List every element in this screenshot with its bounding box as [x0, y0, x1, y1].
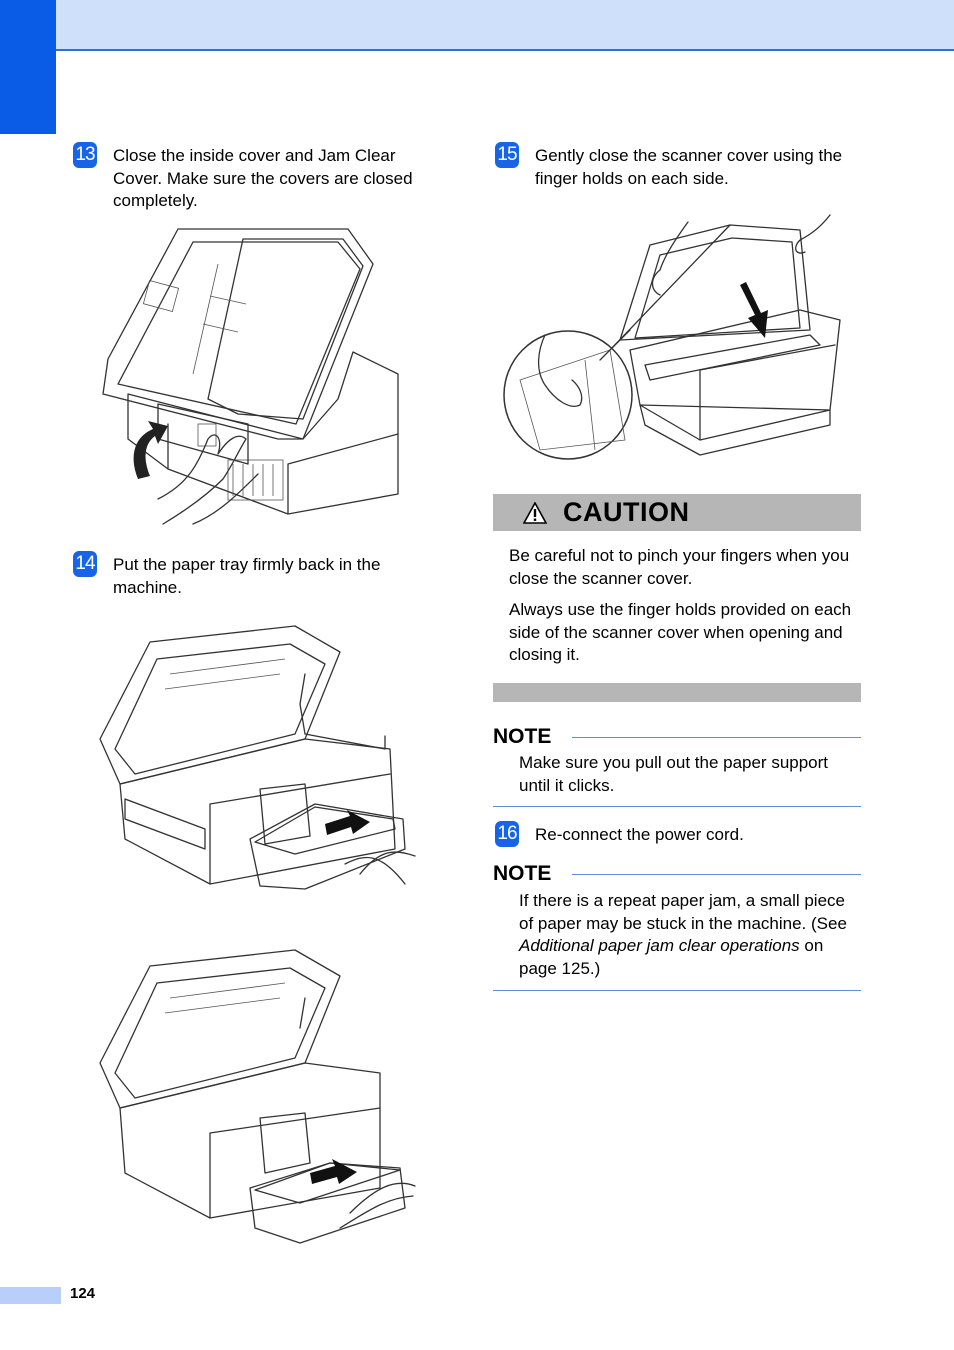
caution-paragraph-2: Always use the finger holds provided on … [509, 600, 852, 664]
header-band [0, 0, 954, 51]
step-number-icon: 13 [73, 142, 97, 168]
step-16-text: Re-connect the power cord. [535, 825, 744, 844]
note-text-part: If there is a repeat paper jam, a small … [519, 891, 847, 933]
illustration-insert-tray-end [99, 949, 416, 1244]
step-15: 15 Gently close the scanner cover using … [495, 142, 865, 190]
warning-triangle-icon [523, 501, 547, 524]
step-number-icon: 14 [73, 551, 97, 577]
step-15-text: Gently close the scanner cover using the… [535, 146, 843, 188]
step-14-text: Put the paper tray firmly back in the ma… [113, 555, 381, 597]
note-text: Make sure you pull out the paper support… [519, 753, 829, 795]
note-text-part: on page 125.) [519, 936, 824, 978]
step-14: 14 Put the paper tray firmly back in the… [73, 551, 443, 599]
illustration-close-scanner-cover [503, 214, 841, 460]
step-13: 13 Close the inside cover and Jam Clear … [73, 142, 443, 213]
caution-title: CAUTION [563, 497, 690, 527]
step-number-icon: 15 [495, 142, 519, 168]
step-13-text: Close the inside cover and Jam Clear Cov… [113, 146, 413, 210]
note-title: NOTE [493, 725, 552, 748]
note-text: If there is a repeat paper jam, a small … [519, 890, 861, 980]
step-number-icon: 16 [495, 821, 519, 847]
note-bottom-rule [493, 990, 861, 991]
note-rule [572, 874, 861, 875]
note-rule [572, 737, 861, 738]
caution-paragraph-1: Be careful not to pinch your fingers whe… [509, 546, 850, 588]
page-number: 124 [70, 1285, 96, 1302]
caution-header: CAUTION [493, 494, 861, 531]
cross-reference-link[interactable]: Additional paper jam clear operations [519, 936, 800, 955]
note-title: NOTE [493, 862, 552, 885]
step-16: 16 Re-connect the power cord. [495, 821, 865, 847]
illustration-close-inner-cover [102, 228, 399, 525]
caution-footer-bar [493, 683, 861, 702]
note-bottom-rule [493, 806, 861, 807]
page-tab [0, 1287, 61, 1304]
illustration-insert-tray-start [99, 625, 416, 890]
chapter-tab [0, 0, 56, 134]
